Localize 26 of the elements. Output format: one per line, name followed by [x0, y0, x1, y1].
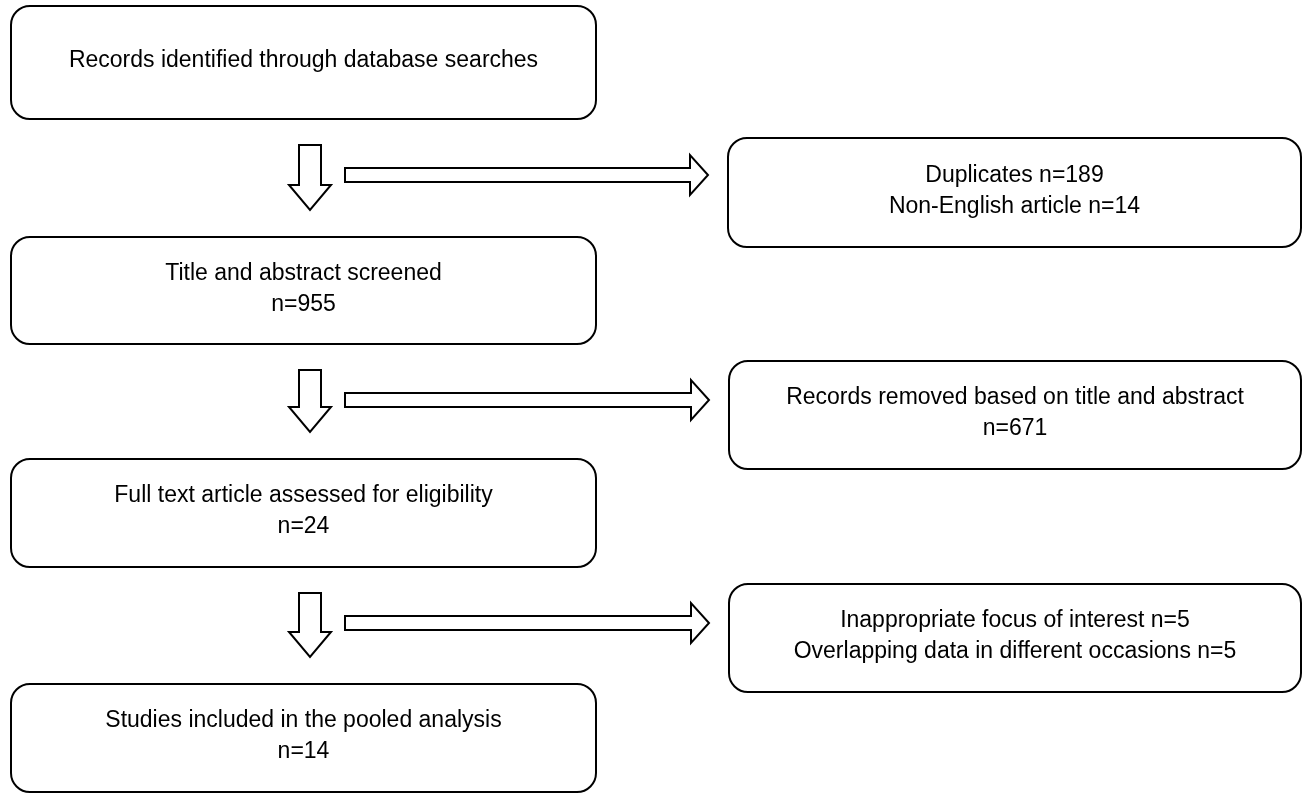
- box-text: n=671: [982, 413, 1048, 442]
- block-arrow: [286, 144, 334, 212]
- block-arrow: [344, 152, 710, 198]
- block-arrow: [344, 600, 711, 646]
- box-text: n=24: [277, 511, 330, 540]
- box-text: Records identified through database searches: [68, 45, 539, 74]
- box-text: Full text article assessed for eligibility: [114, 480, 493, 509]
- box-text: Overlapping data in different occasions n=5: [793, 636, 1237, 665]
- box-text: Records removed based on title and abstract: [786, 382, 1244, 411]
- process-box: [10, 683, 597, 793]
- process-box: [10, 5, 597, 120]
- box-text: Inappropriate focus of interest n=5: [840, 605, 1190, 634]
- box-text: n=14: [277, 736, 330, 765]
- box-text: Studies included in the pooled analysis: [105, 705, 502, 734]
- process-box: [10, 236, 597, 345]
- box-text: Duplicates n=189: [925, 159, 1104, 189]
- process-box: [728, 583, 1302, 693]
- block-arrow: [286, 592, 334, 659]
- block-arrow: [344, 377, 711, 423]
- process-box: [10, 458, 597, 568]
- box-text: n=955: [271, 288, 336, 318]
- box-text: Title and abstract screened: [165, 257, 442, 287]
- process-box: [727, 137, 1302, 248]
- process-box: [728, 360, 1302, 470]
- block-arrow: [286, 369, 334, 434]
- box-text: Non-English article n=14: [888, 190, 1141, 220]
